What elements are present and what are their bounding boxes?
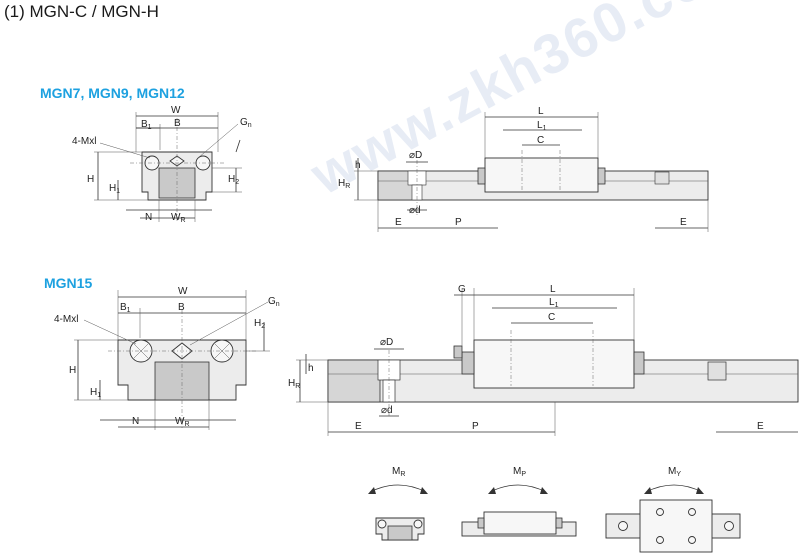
mgn15-label-l: L xyxy=(550,284,556,295)
small-side-dimensions: L L1 C ⌀D ⌀d h HR E P E xyxy=(338,106,709,232)
mgn15-label-h1: H1 xyxy=(90,387,101,399)
small-label-h1: H1 xyxy=(109,183,120,195)
mgn15-label-b: B xyxy=(178,302,185,313)
mgn15-label-d: ⌀D xyxy=(380,337,393,348)
mgn15-side-dimensions: L L1 C G ⌀D ⌀d h HR E P E xyxy=(288,284,798,436)
mgn15-label-dd: ⌀d xyxy=(381,405,393,416)
mgn15-label-gn: Gn xyxy=(268,296,280,308)
small-label-w: W xyxy=(171,105,181,116)
mgn15-label-n: N xyxy=(132,416,139,427)
mgn15-label-hh: h xyxy=(308,363,314,374)
subtitle-mgn15: MGN15 xyxy=(44,275,93,291)
subtitle-small-series: MGN7, MGN9, MGN12 xyxy=(40,85,185,101)
small-label-wr: WR xyxy=(171,212,186,224)
small-label-h: H xyxy=(87,174,94,185)
mgn15-block-side xyxy=(473,339,635,389)
mgn15-label-p: P xyxy=(472,421,479,432)
small-label-d: ⌀D xyxy=(409,150,422,161)
mgn15-label-b1: B1 xyxy=(120,302,131,314)
mgn15-label-e-right: E xyxy=(757,421,764,432)
mgn15-label-c: C xyxy=(548,312,555,323)
mgn15-label-w: W xyxy=(178,286,188,297)
mgn15-label-h: H xyxy=(69,365,76,376)
mgn15-label-mxl: 4-Mxl xyxy=(54,314,78,325)
moment-my: MY xyxy=(605,466,741,553)
page-title: (1) MGN-C / MGN-H xyxy=(4,2,159,21)
svg-text:MY: MY xyxy=(668,466,681,478)
small-block-side xyxy=(484,157,599,193)
small-cross-section xyxy=(130,118,225,222)
mgn15-label-l1: L1 xyxy=(549,297,559,309)
mgn15-label-g: G xyxy=(458,284,466,295)
small-label-n: N xyxy=(145,212,152,223)
small-label-hr: HR xyxy=(338,178,350,190)
small-label-hh: h xyxy=(355,160,361,171)
mgn15-label-h2: H2 xyxy=(254,318,265,330)
small-label-e-right: E xyxy=(680,217,687,228)
moment-mr: MR xyxy=(368,466,428,541)
small-label-gn: Gn xyxy=(240,117,252,129)
small-side-view xyxy=(377,150,709,215)
small-label-l: L xyxy=(538,106,544,117)
small-label-l1: L1 xyxy=(537,120,547,132)
mgn15-dimensions: W B B1 Gn 4-Mxl H H1 H2 N WR xyxy=(54,286,280,430)
mgn15-label-wr: WR xyxy=(175,416,190,428)
moment-mp: MP xyxy=(461,466,577,537)
mgn15-cross-section xyxy=(108,310,258,428)
small-label-b1: B1 xyxy=(141,119,152,131)
mgn15-label-hr: HR xyxy=(288,378,300,390)
mgn15-side-view xyxy=(327,330,799,416)
small-label-h2: H2 xyxy=(228,174,239,186)
small-label-p: P xyxy=(455,217,462,228)
svg-text:MR: MR xyxy=(392,466,405,478)
small-dimensions: W B B1 Gn 4-Mxl H H1 H2 N WR xyxy=(72,105,252,224)
mgn15-label-e-left: E xyxy=(355,421,362,432)
svg-text:MP: MP xyxy=(513,466,526,478)
small-label-mxl: 4-Mxl xyxy=(72,136,96,147)
small-label-b: B xyxy=(174,118,181,129)
small-label-dd: ⌀d xyxy=(409,205,421,216)
small-label-e-left: E xyxy=(395,217,402,228)
small-label-c: C xyxy=(537,135,544,146)
